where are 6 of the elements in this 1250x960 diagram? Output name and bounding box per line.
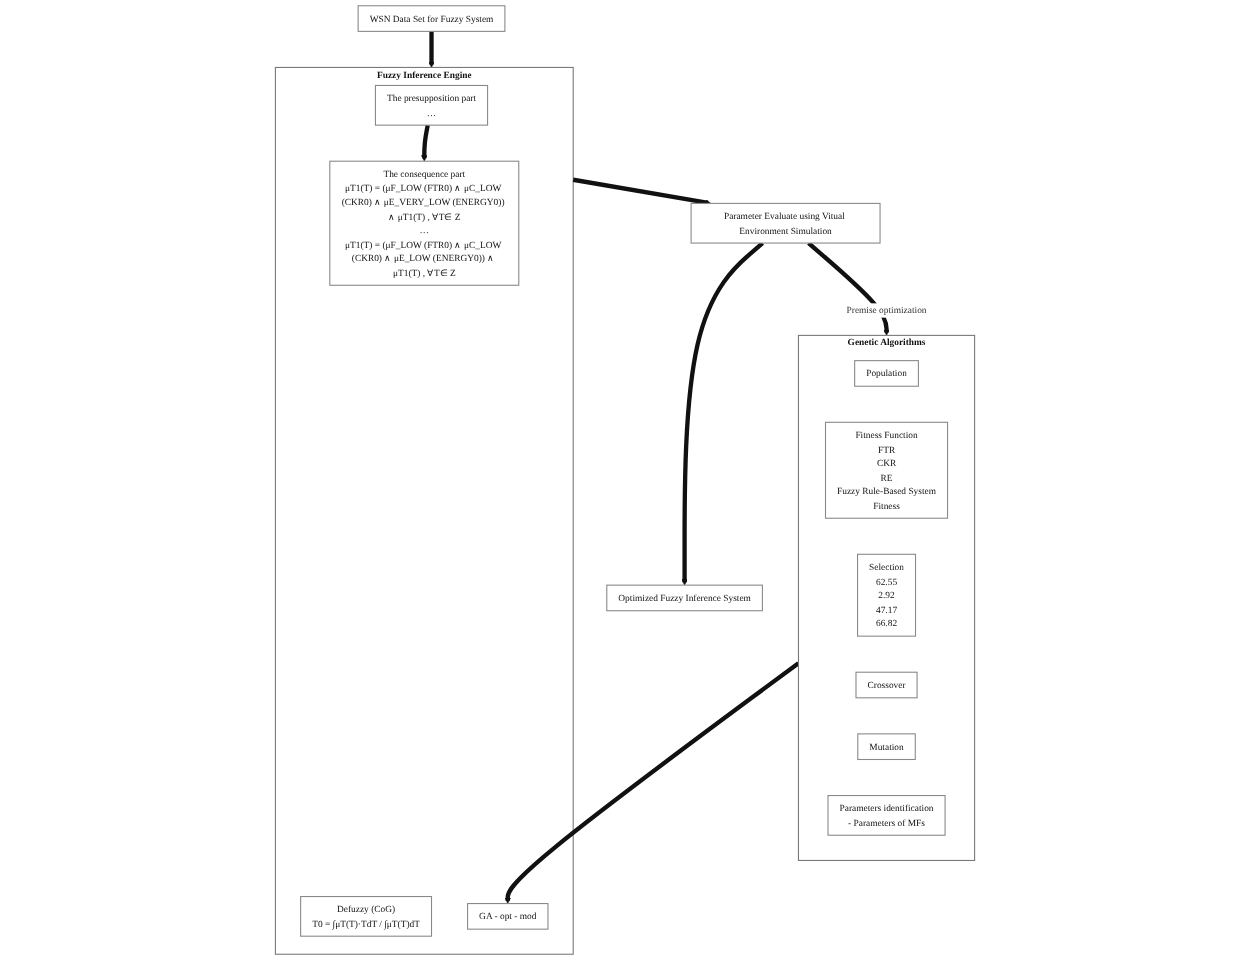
arrow	[807, 241, 890, 336]
arrow	[428, 31, 435, 68]
arrow	[421, 124, 430, 162]
arrow	[681, 241, 764, 586]
arrow	[504, 661, 800, 904]
arrow	[572, 177, 712, 206]
